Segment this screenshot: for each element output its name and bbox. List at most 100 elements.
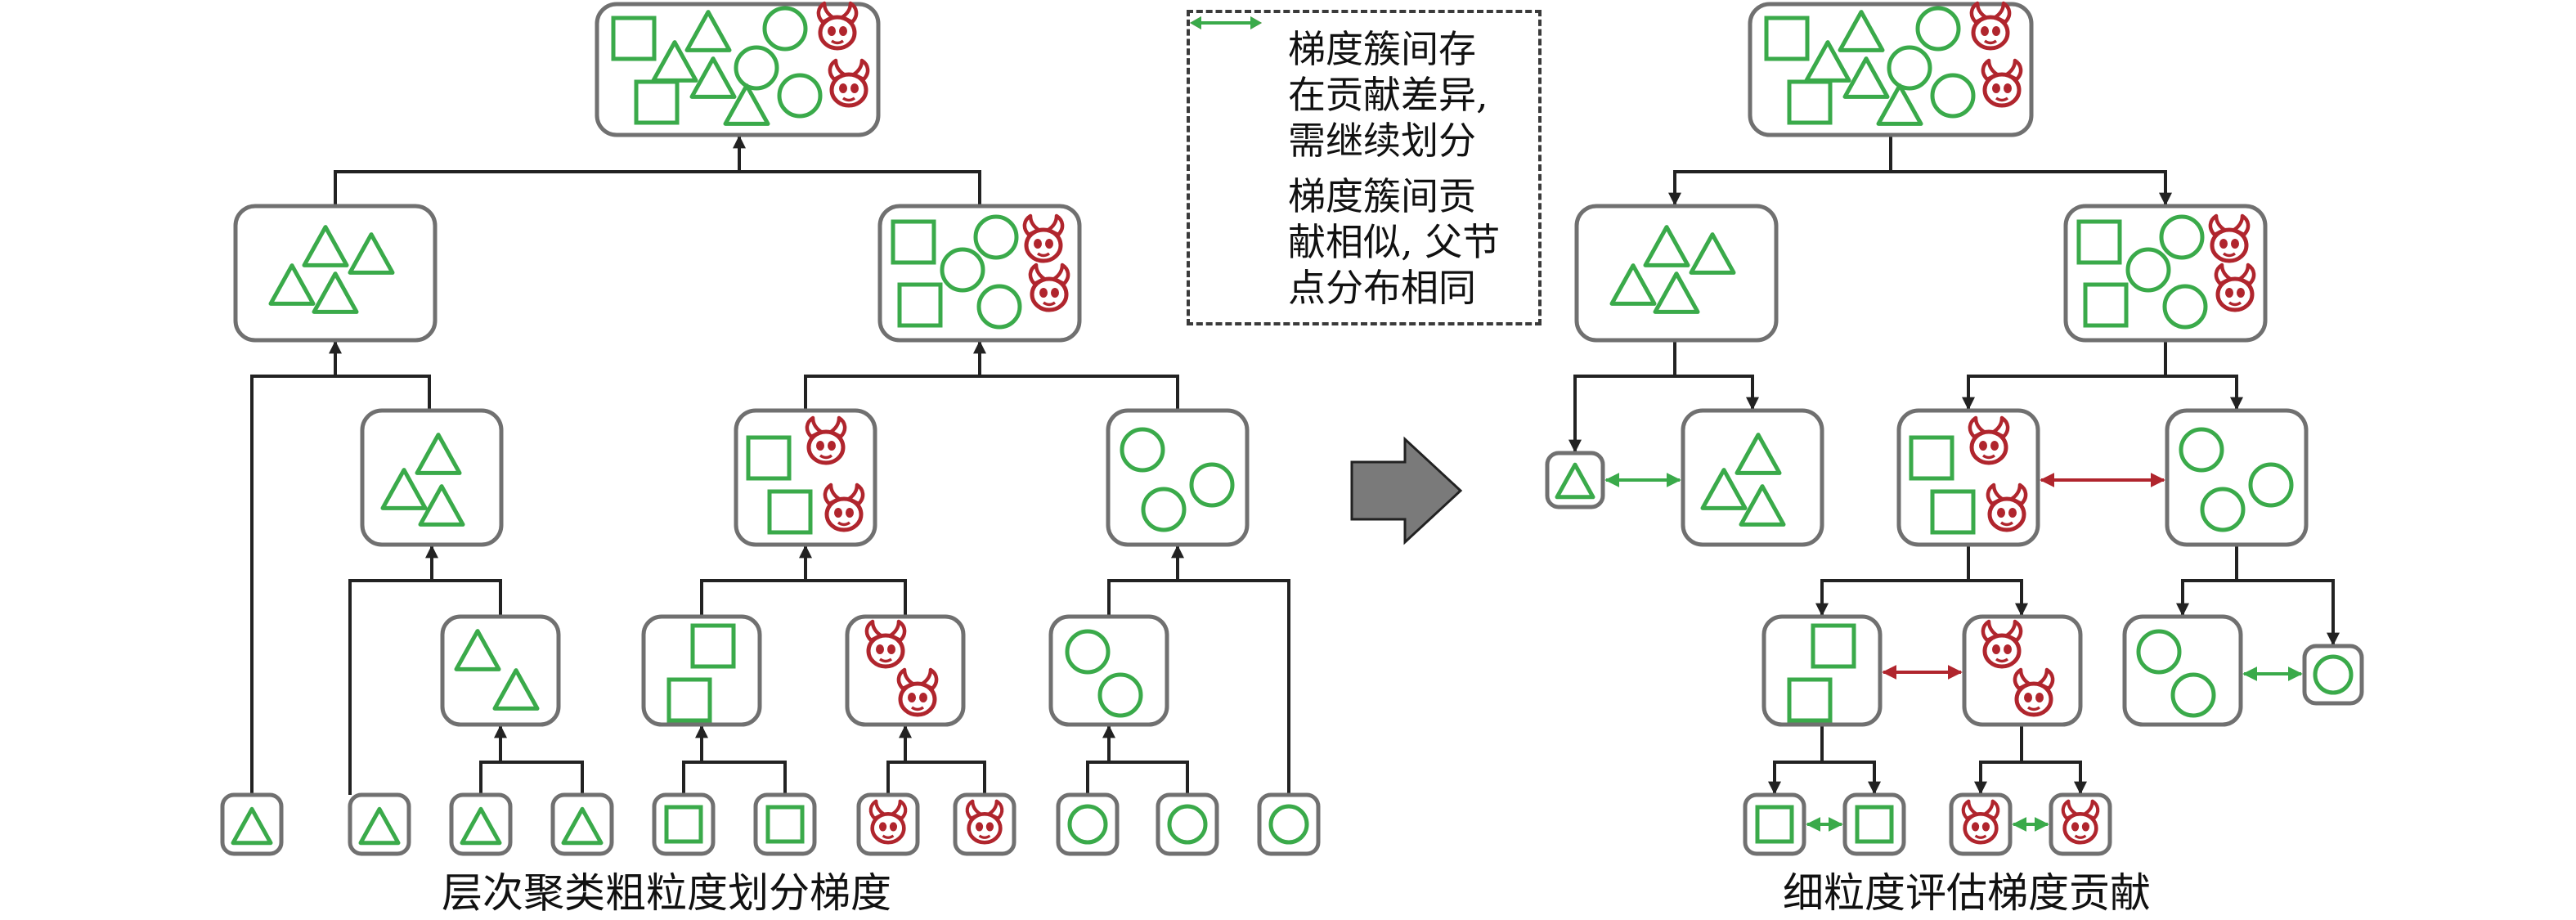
leaf-box [953, 792, 1016, 856]
triangle-icon [418, 484, 465, 527]
devil-icon [2013, 667, 2055, 717]
devil-icon [965, 799, 1004, 845]
circle-icon [1167, 804, 1208, 845]
triangle-icon [1653, 272, 1700, 314]
tree-connector [1668, 137, 1892, 206]
tree-connector [2237, 579, 2340, 646]
tree-connector [1568, 342, 1676, 453]
square-icon [2076, 219, 2122, 265]
green-double-arrow-icon [1190, 16, 1262, 29]
triangle-icon [1739, 484, 1786, 527]
square-icon [1909, 435, 1954, 481]
circle-icon [2200, 487, 2246, 532]
legend-entry-similar: 梯度簇间贡 献相似, 父节 点分布相同 [1288, 173, 1542, 311]
legend-similar-line-1: 梯度簇间贡 [1288, 174, 1476, 218]
circle-icon [1887, 45, 1932, 91]
devil-icon [1968, 415, 2010, 465]
leaf-box [1743, 792, 1806, 856]
triangle-subcluster-box [1681, 408, 1824, 547]
circle-icon [1141, 487, 1187, 532]
square-icon [1811, 623, 1856, 669]
square-icon [767, 489, 813, 535]
circle-icon [2313, 654, 2354, 695]
circle-icon [1268, 804, 1309, 845]
legend-diff-line-3: 需继续划分 [1288, 119, 1476, 163]
triangle-icon [358, 806, 401, 846]
connector-lines [250, 135, 2340, 832]
triangle-icon [1700, 468, 1748, 510]
triangle-subcluster-box [360, 408, 504, 547]
square-icon [664, 805, 703, 844]
square-icon [891, 219, 936, 265]
tree-connector [479, 761, 584, 795]
circle-icon [2136, 629, 2182, 675]
circle-icon [1915, 6, 1961, 52]
caption-left: 层次聚类粗粒度划分梯度 [442, 869, 891, 917]
tree-connector [348, 579, 502, 795]
tree-connector [1974, 726, 2023, 795]
leaf-box [1257, 792, 1321, 856]
square-icon [765, 805, 805, 844]
circle-pair-box [1048, 614, 1169, 727]
devil-icon [1022, 213, 1065, 263]
transition-arrow-icon [1350, 436, 1463, 545]
triangle-icon [492, 668, 540, 711]
tree-connector [1891, 170, 2172, 206]
single-circle-box [2302, 644, 2364, 706]
circle-icon [1065, 629, 1111, 675]
cluster-icons [231, 1, 2354, 846]
devil-icon [1981, 58, 2023, 108]
leaf-box [753, 792, 817, 856]
leaf-box [1156, 792, 1219, 856]
square-icon [1787, 677, 1833, 723]
legend-similar-line-3: 点分布相同 [1288, 266, 1476, 310]
triangle-icon [1735, 433, 1782, 475]
square-icon [1787, 79, 1833, 125]
square-icon [611, 16, 657, 61]
devil-icon [1961, 799, 2000, 845]
devil-icon [805, 415, 847, 465]
circle-icon [2179, 427, 2224, 473]
tree-connector [1968, 579, 2028, 617]
tree-connector [886, 761, 986, 795]
devil-icon [1969, 1, 2012, 51]
circle-icon [1067, 804, 1108, 845]
devil-icon [2214, 263, 2256, 312]
devil-icon [2208, 213, 2251, 263]
triangle-icon [460, 806, 502, 846]
tree-connector [700, 579, 907, 617]
triangle-icon [1842, 56, 1890, 99]
triangle-icon [561, 806, 604, 846]
square-icon [2083, 282, 2129, 328]
leaf-box [1949, 792, 2013, 856]
devil-icon [1981, 619, 2023, 669]
square-icon [690, 623, 736, 669]
square-icon [1855, 805, 1894, 844]
triangle-icon [312, 272, 359, 314]
triangle-icon [1643, 225, 1690, 267]
triangle-icon [684, 10, 732, 52]
triangle-icon [415, 433, 462, 475]
circle-icon [1189, 462, 1235, 508]
circle-icon [777, 73, 823, 119]
triangle-icon [348, 232, 395, 275]
tree-connector [2022, 761, 2087, 795]
devil-icon [896, 667, 939, 717]
devil-icon [828, 58, 870, 108]
circle-icon [973, 214, 1019, 260]
circle-icon [2162, 284, 2208, 330]
triangle-icon [689, 56, 737, 99]
legend-diff-line-1: 梯度簇间存 [1288, 27, 1476, 71]
tree-connector [1768, 726, 1824, 795]
legend-similar-line-2: 献相似, 父节 [1288, 220, 1501, 264]
circle-icon [2248, 462, 2294, 508]
tree-connector [2176, 546, 2238, 617]
tree-connector [1815, 546, 1970, 617]
square-icon [897, 282, 943, 328]
devil-icon [864, 619, 907, 669]
triangle-icon [1876, 83, 1923, 126]
devil-icon [1986, 482, 2028, 532]
leaf-box [1842, 792, 1906, 856]
triangle-icon [1838, 10, 1885, 52]
